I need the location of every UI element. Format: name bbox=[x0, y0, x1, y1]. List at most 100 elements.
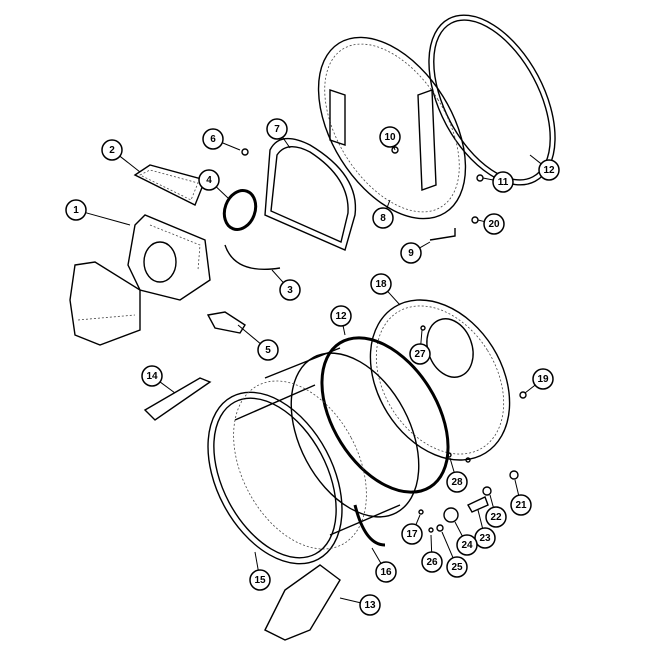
leader-line bbox=[119, 155, 141, 173]
leader-line bbox=[282, 136, 291, 149]
leader-line bbox=[454, 521, 463, 537]
callout-number: 21 bbox=[515, 500, 527, 511]
callout-circle bbox=[446, 471, 468, 493]
callout-circle bbox=[446, 556, 468, 578]
duct-part bbox=[127, 214, 211, 301]
leader-line bbox=[159, 381, 176, 394]
leader-line bbox=[237, 324, 261, 344]
callout-20: 20 bbox=[477, 213, 505, 235]
filter-part bbox=[133, 164, 206, 206]
callout-number: 7 bbox=[274, 124, 280, 135]
callout-circle bbox=[492, 171, 514, 193]
leader-line bbox=[271, 269, 284, 283]
callout-number: 6 bbox=[210, 134, 216, 145]
callout-circle bbox=[257, 339, 279, 361]
callout-number: 20 bbox=[488, 219, 500, 230]
callout-number: 19 bbox=[537, 374, 549, 385]
leader-line bbox=[222, 142, 241, 151]
callout-number: 24 bbox=[461, 540, 473, 551]
callout-21: 21 bbox=[510, 479, 532, 516]
callout-circle bbox=[370, 273, 392, 295]
callout-11: 11 bbox=[482, 171, 514, 193]
callout-16: 16 bbox=[371, 547, 397, 583]
callout-18: 18 bbox=[370, 273, 401, 306]
door-gasket-part bbox=[264, 137, 357, 251]
callout-6: 6 bbox=[202, 128, 241, 151]
callout-4: 4 bbox=[198, 169, 229, 199]
callout-number: 12 bbox=[335, 311, 347, 322]
ring-part bbox=[222, 189, 258, 231]
callout-circle bbox=[456, 534, 478, 556]
callout-circle bbox=[65, 199, 87, 221]
leader-line bbox=[339, 597, 361, 604]
leader-line bbox=[342, 325, 346, 336]
callout-5: 5 bbox=[237, 324, 279, 361]
callout-circle bbox=[532, 368, 554, 390]
callout-number: 23 bbox=[479, 533, 491, 544]
callout-number: 25 bbox=[451, 562, 463, 573]
front-seal-part bbox=[428, 14, 556, 186]
leader-line bbox=[477, 219, 485, 223]
callout-22: 22 bbox=[485, 494, 507, 528]
callout-number: 5 bbox=[265, 345, 271, 356]
callout-17: 17 bbox=[401, 514, 423, 545]
callout-circle bbox=[379, 126, 401, 148]
leader-line bbox=[387, 291, 401, 306]
leader-line bbox=[215, 186, 229, 199]
callout-number: 13 bbox=[364, 600, 376, 611]
callout-circle bbox=[266, 118, 288, 140]
callout-8: 8 bbox=[372, 199, 394, 229]
callout-number: 16 bbox=[380, 567, 392, 578]
leader-line bbox=[85, 212, 131, 226]
drum-part bbox=[290, 352, 420, 518]
callout-circle bbox=[249, 569, 271, 591]
callout-number: 2 bbox=[109, 145, 115, 156]
callout-1: 1 bbox=[65, 199, 131, 226]
callout-circle bbox=[198, 169, 220, 191]
callout-circle bbox=[375, 561, 397, 583]
callout-14: 14 bbox=[141, 365, 176, 394]
callout-circle bbox=[409, 343, 431, 365]
bracket-part bbox=[143, 377, 212, 421]
callout-circle bbox=[485, 506, 507, 528]
cover-part bbox=[264, 564, 341, 641]
front-panel-part bbox=[317, 36, 467, 220]
leader-line bbox=[449, 457, 455, 473]
callout-layer: 1234567891011121213141516171819202122232… bbox=[65, 118, 560, 616]
callout-circle bbox=[279, 279, 301, 301]
callout-number: 11 bbox=[498, 177, 509, 188]
callout-28: 28 bbox=[446, 457, 468, 493]
callout-26: 26 bbox=[421, 534, 443, 573]
leader-line bbox=[441, 531, 454, 559]
callout-circle bbox=[510, 494, 532, 516]
callout-number: 26 bbox=[426, 557, 438, 568]
callout-12: 12 bbox=[529, 154, 560, 181]
callout-13: 13 bbox=[339, 594, 381, 616]
leader-line bbox=[430, 534, 433, 553]
leader-line bbox=[254, 551, 259, 571]
callout-number: 12 bbox=[543, 165, 555, 176]
callout-2: 2 bbox=[101, 139, 141, 173]
callout-15: 15 bbox=[249, 551, 271, 591]
callout-number: 4 bbox=[206, 175, 212, 186]
parts-drawing bbox=[69, 14, 556, 641]
callout-number: 14 bbox=[146, 371, 158, 382]
callout-number: 8 bbox=[380, 213, 386, 224]
callout-circle bbox=[359, 594, 381, 616]
callout-27: 27 bbox=[409, 329, 431, 365]
callout-circle bbox=[421, 551, 443, 573]
callout-24: 24 bbox=[454, 521, 478, 556]
callout-circle bbox=[538, 159, 560, 181]
callout-number: 15 bbox=[254, 575, 266, 586]
leader-line bbox=[489, 494, 494, 508]
callout-number: 22 bbox=[490, 512, 502, 523]
callout-circle bbox=[141, 365, 163, 387]
callout-number: 18 bbox=[375, 279, 387, 290]
leader-line bbox=[477, 509, 484, 529]
leader-line bbox=[419, 241, 431, 249]
leader-line bbox=[420, 329, 423, 345]
leader-line bbox=[514, 479, 520, 496]
callout-circle bbox=[483, 213, 505, 235]
callout-circle bbox=[101, 139, 123, 161]
